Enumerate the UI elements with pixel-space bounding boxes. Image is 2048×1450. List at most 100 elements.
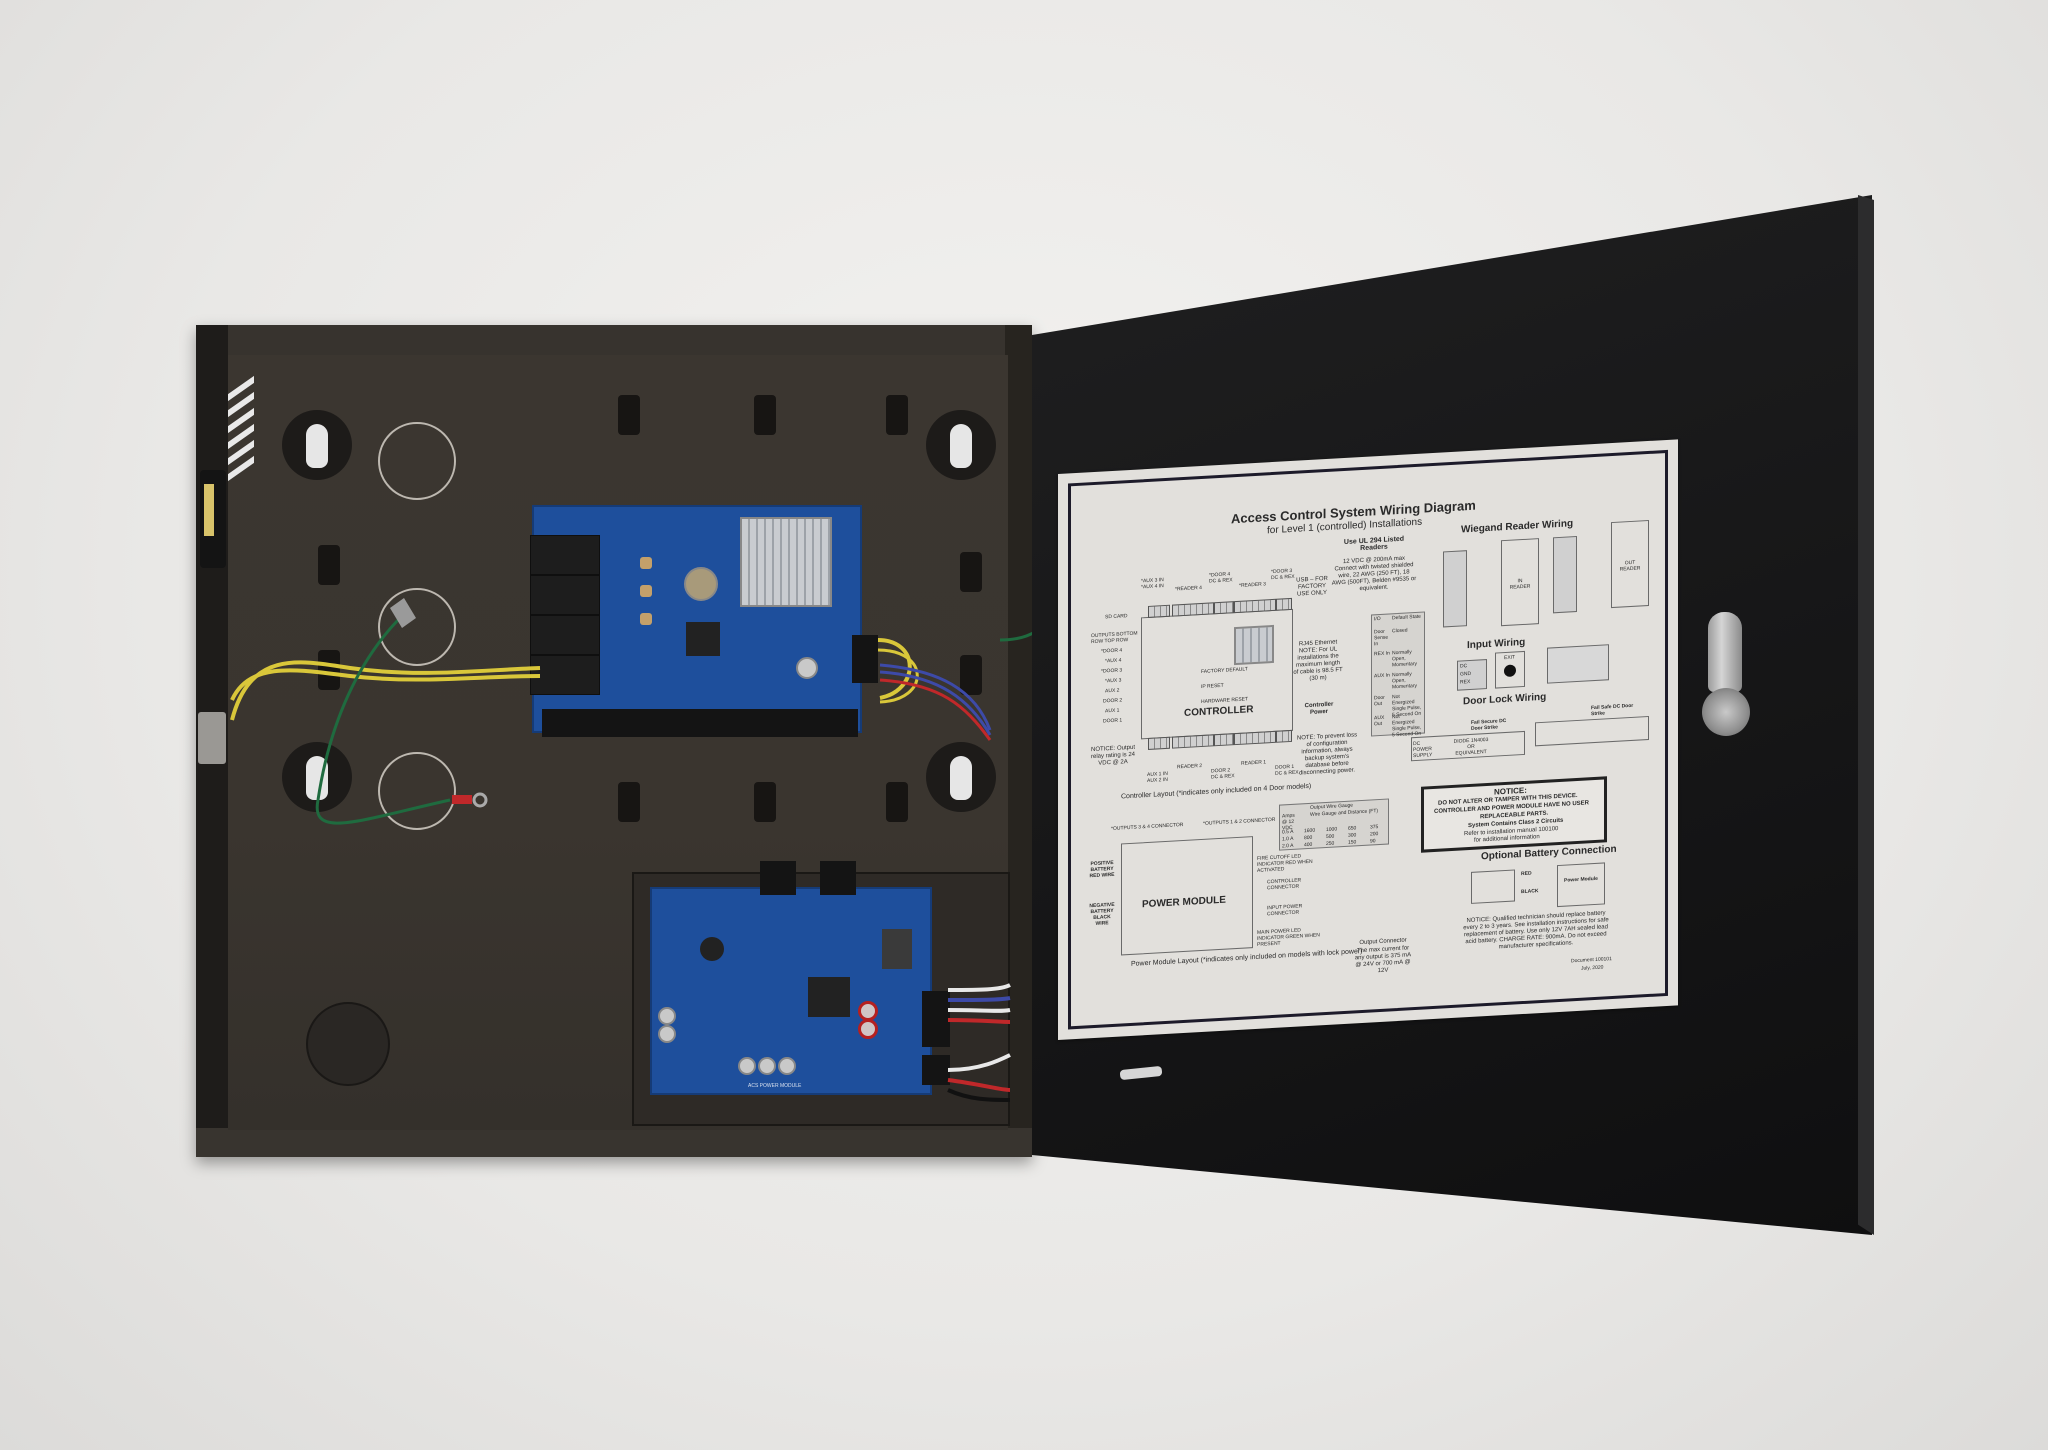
exit-label: EXIT <box>1504 654 1516 662</box>
coin-battery <box>684 567 718 601</box>
table-cell: 500 <box>1326 833 1335 841</box>
transformer <box>808 977 850 1017</box>
cam-lock-keyway[interactable] <box>1702 688 1750 736</box>
enclosure-rim-bottom <box>196 1128 1032 1157</box>
capacitor <box>796 657 818 679</box>
terminal-block-bottom <box>542 709 858 737</box>
controller-top-label: *READER 4 <box>1175 584 1202 593</box>
controller-top-label: *DOOR 3 DC & REX <box>1271 567 1295 582</box>
controller-board <box>530 505 878 737</box>
mounting-slot <box>886 395 908 435</box>
table-cell: 0.5 A <box>1282 828 1294 836</box>
output-label: *AUX 3 <box>1105 677 1122 685</box>
document-date: July, 2020 <box>1581 964 1604 972</box>
door-edge <box>1858 195 1874 1235</box>
door-contact-drawing <box>1547 644 1609 684</box>
controller-bottom-label: READER 1 <box>1241 759 1267 767</box>
output-label: *DOOR 3 <box>1101 667 1123 675</box>
mounting-slot <box>318 545 340 585</box>
table-cell: Not Energized Single Pulse, 5 Second On <box>1392 713 1422 739</box>
output-label: *AUX 4 <box>1105 657 1122 665</box>
pin-label: DC <box>1460 663 1468 670</box>
relay <box>530 655 600 695</box>
terminal-strip <box>1172 602 1214 617</box>
notice-heading: NOTICE: <box>1494 785 1527 797</box>
pin-label: GND <box>1460 670 1472 678</box>
keyhole-mount-mid-right <box>926 742 996 812</box>
input-terminal: DC GND REX <box>1457 659 1487 691</box>
knockout-ring <box>378 422 456 500</box>
sd-card-callout: SD CARD <box>1105 613 1128 621</box>
pm-callout: CONTROLLER CONNECTOR <box>1267 877 1302 892</box>
capacitor <box>658 1025 676 1043</box>
table-cell: Closed <box>1392 627 1408 635</box>
controller-top-label: *AUX 3 IN *AUX 4 IN <box>1141 577 1164 591</box>
table-cell: Normally Open, Momentary <box>1392 671 1418 691</box>
ip-reset-callout: IP RESET <box>1201 682 1224 691</box>
push-button <box>640 613 652 625</box>
knockout-ring <box>378 588 456 666</box>
table-cell: AUX Out <box>1374 714 1385 728</box>
mounting-slot <box>754 395 776 435</box>
controller-bottom-label: DOOR 2 DC & REX <box>1211 767 1235 781</box>
cam-lock[interactable] <box>1708 612 1742 692</box>
relay-notice: NOTICE: Output relay rating is 24 VDC @ … <box>1090 744 1136 767</box>
capacitor <box>858 1019 878 1039</box>
output-label: AUX 2 <box>1105 687 1120 695</box>
battery-red-wire: RED <box>1521 870 1532 878</box>
mounting-slot <box>618 395 640 435</box>
relay <box>530 575 600 615</box>
connector-label: *OUTPUTS 1 & 2 CONNECTOR <box>1203 816 1276 827</box>
knockout-bottom-left <box>306 1002 390 1086</box>
heatsink-drawing <box>1234 624 1274 666</box>
table-cell: Door Sense In <box>1374 628 1389 648</box>
output-label: *DOOR 4 <box>1101 647 1123 655</box>
keyhole-mount-top-right <box>926 410 996 480</box>
hinge-bracket <box>198 712 226 764</box>
table-cell: 1.0 A <box>1282 835 1294 843</box>
terminal-strip <box>1234 598 1276 614</box>
controller-top-label: *READER 3 <box>1239 581 1266 589</box>
pin-label: REX <box>1460 678 1471 686</box>
terminal-strip <box>1276 729 1292 743</box>
table-cell: 1600 <box>1304 827 1316 835</box>
table-cell: 800 <box>1304 834 1313 842</box>
power-module-label: POWER MODULE <box>1142 894 1226 911</box>
terminal-strip <box>1214 601 1234 615</box>
connector-label: *OUTPUTS 3 & 4 CONNECTOR <box>1111 821 1184 833</box>
table-cell: 400 <box>1304 841 1313 849</box>
inductor <box>700 937 724 961</box>
table-cell: 375 <box>1370 824 1379 831</box>
terminal-strip <box>1148 604 1170 618</box>
battery-notice: NOTICE: Qualified technician should repl… <box>1463 910 1609 951</box>
dc-supply-label: DC POWER SUPPLY <box>1413 740 1433 760</box>
table-cell: 200 <box>1370 831 1379 838</box>
table-cell: 250 <box>1326 840 1335 848</box>
outputs-header: OUTPUTS BOTTOM ROW TOP ROW <box>1091 630 1138 646</box>
controller-power-label: Controller Power <box>1304 701 1334 716</box>
fuse-holder <box>882 929 912 969</box>
pm-callout: MAIN POWER LED INDICATOR GREEN WHEN PRES… <box>1257 927 1320 948</box>
power-module-board: ACS POWER MODULE <box>650 861 950 1095</box>
output-label: DOOR 1 <box>1103 717 1123 725</box>
capacitor <box>658 1007 676 1025</box>
mounting-slot <box>318 650 340 690</box>
io-default-state-table: I/O Default State Door Sense In Closed R… <box>1371 611 1425 739</box>
fail-safe-diagram <box>1535 715 1649 747</box>
battery-drawing <box>1471 869 1515 904</box>
input-wiring-heading: Input Wiring <box>1467 636 1526 652</box>
controller-layout-caption: Controller Layout (*indicates only inclu… <box>1121 782 1312 801</box>
terminal-strip <box>1276 597 1292 611</box>
in-reader-box: IN READER <box>1501 538 1539 627</box>
table-cell: AUX In <box>1374 672 1390 680</box>
table-header: I/O <box>1374 615 1381 623</box>
push-button <box>640 585 652 597</box>
controller-bottom-label: AUX 1 IN AUX 2 IN <box>1147 770 1168 785</box>
table-cell: 300 <box>1348 832 1357 839</box>
rj45-note: RJ45 Ethernet NOTE: For UL installations… <box>1293 639 1343 682</box>
controller-top-label: *DOOR 4 DC & REX <box>1209 571 1233 585</box>
input-power-connector <box>922 1055 950 1085</box>
wire-gauge-table: Output Wire Gauge Wire Gauge and Distanc… <box>1279 798 1389 851</box>
mounting-slot <box>754 782 776 822</box>
